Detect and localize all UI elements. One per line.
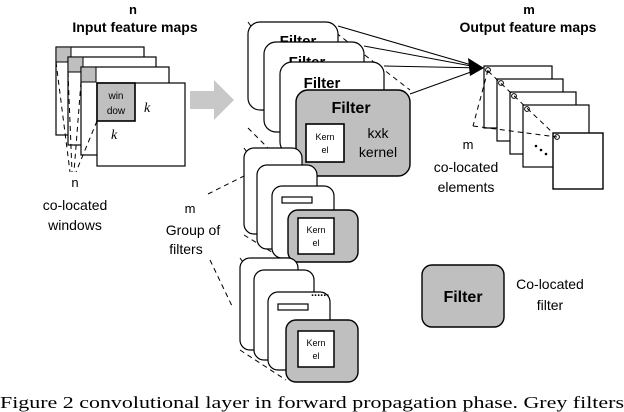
bot-card-4-stub [277,303,309,311]
input-window-4 [96,82,136,122]
group-count: m [185,201,196,216]
output-ellipsis-dot-3 [544,152,548,156]
filter-card-3-label: Filter [304,75,341,92]
input-bottom-count: n [71,175,78,190]
kernel-box-front [305,123,345,163]
kernel-mid-line2: el [312,238,319,248]
filter-stack-top: Filter Filter Filter Filter Kern el kxk … [247,21,411,177]
legend: Filter Co-located filter [421,264,584,328]
input-window-label-2: dow [107,106,126,117]
input-feature-maps: n Input feature maps win dow k k n co-lo… [43,2,198,233]
output-feature-maps: m Output feature maps m co-located eleme… [337,2,604,195]
kxk-line1: kxk [368,125,390,141]
legend-text-line1: Co-located [516,276,584,292]
group-label-line2: filters [169,241,202,257]
legend-filter-label: Filter [443,289,482,306]
input-caption-line2: windows [47,217,102,233]
input-title: Input feature maps [72,19,197,35]
output-ellipsis-dot-2 [539,148,543,152]
kxk-line2: kernel [359,144,397,160]
input-window-3 [80,66,97,83]
kernel-front-line1: Kern [315,132,334,142]
filter-stack-middle: Kern el [243,147,359,263]
filter-stack-bottom: ...... Kern el [239,257,359,383]
figure-caption: Figure 2 convolutional layer in forward … [0,393,624,412]
output-element-4 [524,106,530,112]
filter-front-label: Filter [331,100,370,117]
mid-card-4-stub [281,196,313,204]
input-window-1 [55,46,72,63]
input-k-right: k [144,101,151,116]
kernel-box-bot [297,330,335,368]
output-caption-line1: co-located [434,159,499,175]
forward-arrow [190,80,234,120]
input-caption-line1: co-located [43,197,108,213]
output-caption-line2: elements [438,179,495,195]
output-map-5 [552,132,604,190]
input-window-2 [67,56,84,73]
kernel-front-line2: el [321,145,328,155]
group-of-filters-annotation: m Group of filters [166,175,245,307]
bot-ellipsis: ...... [311,287,329,299]
output-bottom-count: m [463,137,474,152]
legend-text-line2: filter [537,297,564,313]
output-arrowhead [468,58,484,76]
input-map-4 [96,82,186,167]
kernel-mid-line1: Kern [306,225,325,235]
output-title: Output feature maps [460,19,597,35]
kernel-bot-line1: Kern [306,338,325,348]
legend-filter-box [421,264,505,328]
output-ellipsis-dot-1 [534,144,538,148]
group-label-line1: Group of [166,222,221,238]
kernel-bot-line2: el [312,351,319,361]
input-count-label: n [129,2,137,17]
input-k-bottom: k [111,128,118,143]
input-window-label-1: win [107,91,123,102]
kernel-box-mid [297,217,335,255]
output-count-label: m [523,2,535,17]
